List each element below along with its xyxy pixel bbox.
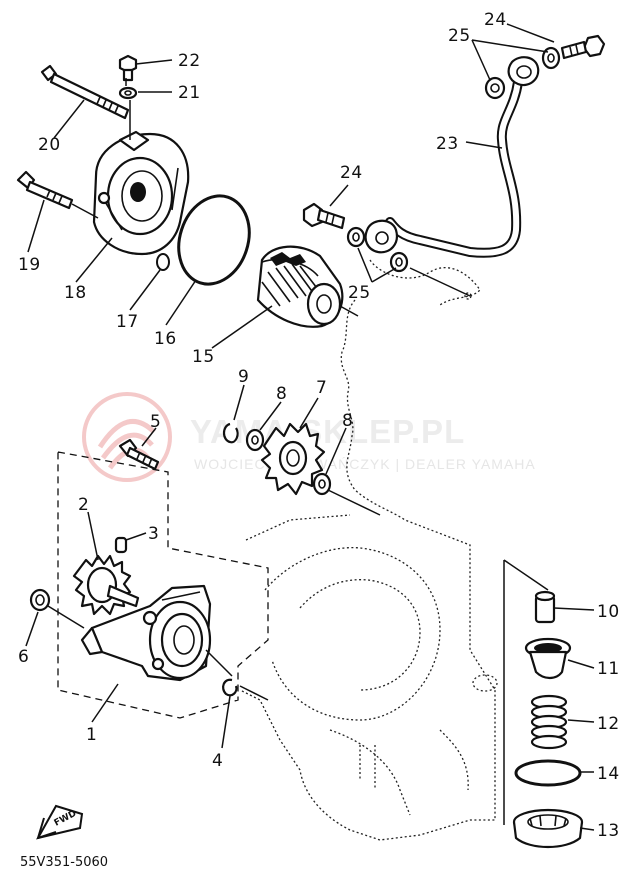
thrust-washer-upper <box>245 428 265 452</box>
callout-2: 2 <box>78 495 89 515</box>
callout-14: 14 <box>597 764 620 784</box>
cover-bolt-short <box>16 170 74 210</box>
callout-11: 11 <box>597 659 620 679</box>
diagram-code: 55V351-5060 <box>20 855 108 870</box>
watermark-subtitle: WOJCIECH RADWAŃCZYK | DEALER YAMAHA <box>194 456 536 472</box>
oil-filter-cover <box>92 130 190 256</box>
callout-17: 17 <box>116 312 139 332</box>
relief-spring <box>530 694 568 750</box>
callout-24-lower: 24 <box>340 163 363 183</box>
callout-3: 3 <box>148 524 159 544</box>
callout-25-lower: 25 <box>348 283 371 303</box>
callout-7: 7 <box>316 378 327 398</box>
callout-8-upper: 8 <box>276 384 287 404</box>
callout-15: 15 <box>192 347 215 367</box>
callout-16: 16 <box>154 329 177 349</box>
idler-gear <box>260 422 326 496</box>
copper-washer-1 <box>484 76 506 100</box>
oil-pump-assembly <box>80 584 212 682</box>
oil-delivery-pipe <box>364 56 540 258</box>
callout-22: 22 <box>178 51 201 71</box>
callout-8-lower: 8 <box>342 411 353 431</box>
bleed-bolt <box>118 54 138 82</box>
bleed-bolt-washer <box>118 86 138 100</box>
pump-collar <box>29 588 51 612</box>
crankcase-outline <box>239 259 498 841</box>
small-o-ring <box>156 253 170 271</box>
callout-1: 1 <box>86 725 97 745</box>
union-bolt-lower <box>302 202 346 230</box>
filter-cover-o-ring <box>177 194 251 286</box>
callout-24-upper: 24 <box>484 10 507 30</box>
gear-clip <box>222 422 239 444</box>
relief-plug <box>512 808 584 848</box>
dealer-logo-mark <box>82 392 172 482</box>
fwd-arrow-icon: FWD <box>36 804 84 840</box>
oil-filter-element <box>256 245 344 328</box>
copper-washer-4 <box>389 251 409 273</box>
callout-20: 20 <box>38 135 61 155</box>
pump-drive-gear <box>72 554 140 616</box>
callout-21: 21 <box>178 83 201 103</box>
thrust-washer-lower <box>312 472 332 496</box>
callout-23: 23 <box>436 134 459 154</box>
copper-washer-3 <box>346 226 366 248</box>
copper-washer-2 <box>541 46 561 70</box>
circlip <box>222 678 238 697</box>
callout-13: 13 <box>597 821 620 841</box>
relief-valve <box>524 637 572 680</box>
callout-5: 5 <box>150 412 161 432</box>
callout-25-upper: 25 <box>448 26 471 46</box>
callout-leaders <box>25 23 595 831</box>
relief-group-bracket <box>503 559 549 825</box>
callout-10: 10 <box>597 602 620 622</box>
callout-9: 9 <box>238 367 249 387</box>
explode-lines <box>47 78 472 701</box>
callout-12: 12 <box>597 714 620 734</box>
callout-6: 6 <box>18 647 29 667</box>
relief-o-ring <box>514 759 582 787</box>
callout-18: 18 <box>64 283 87 303</box>
callout-19: 19 <box>18 255 41 275</box>
callout-4: 4 <box>212 751 223 771</box>
cover-bolt-long <box>40 64 130 120</box>
dowel-pin <box>114 536 128 554</box>
pump-assembly-box <box>57 451 269 719</box>
relief-valve-pipe <box>534 590 556 624</box>
pump-bolt <box>118 438 160 471</box>
union-bolt-upper <box>560 34 606 60</box>
